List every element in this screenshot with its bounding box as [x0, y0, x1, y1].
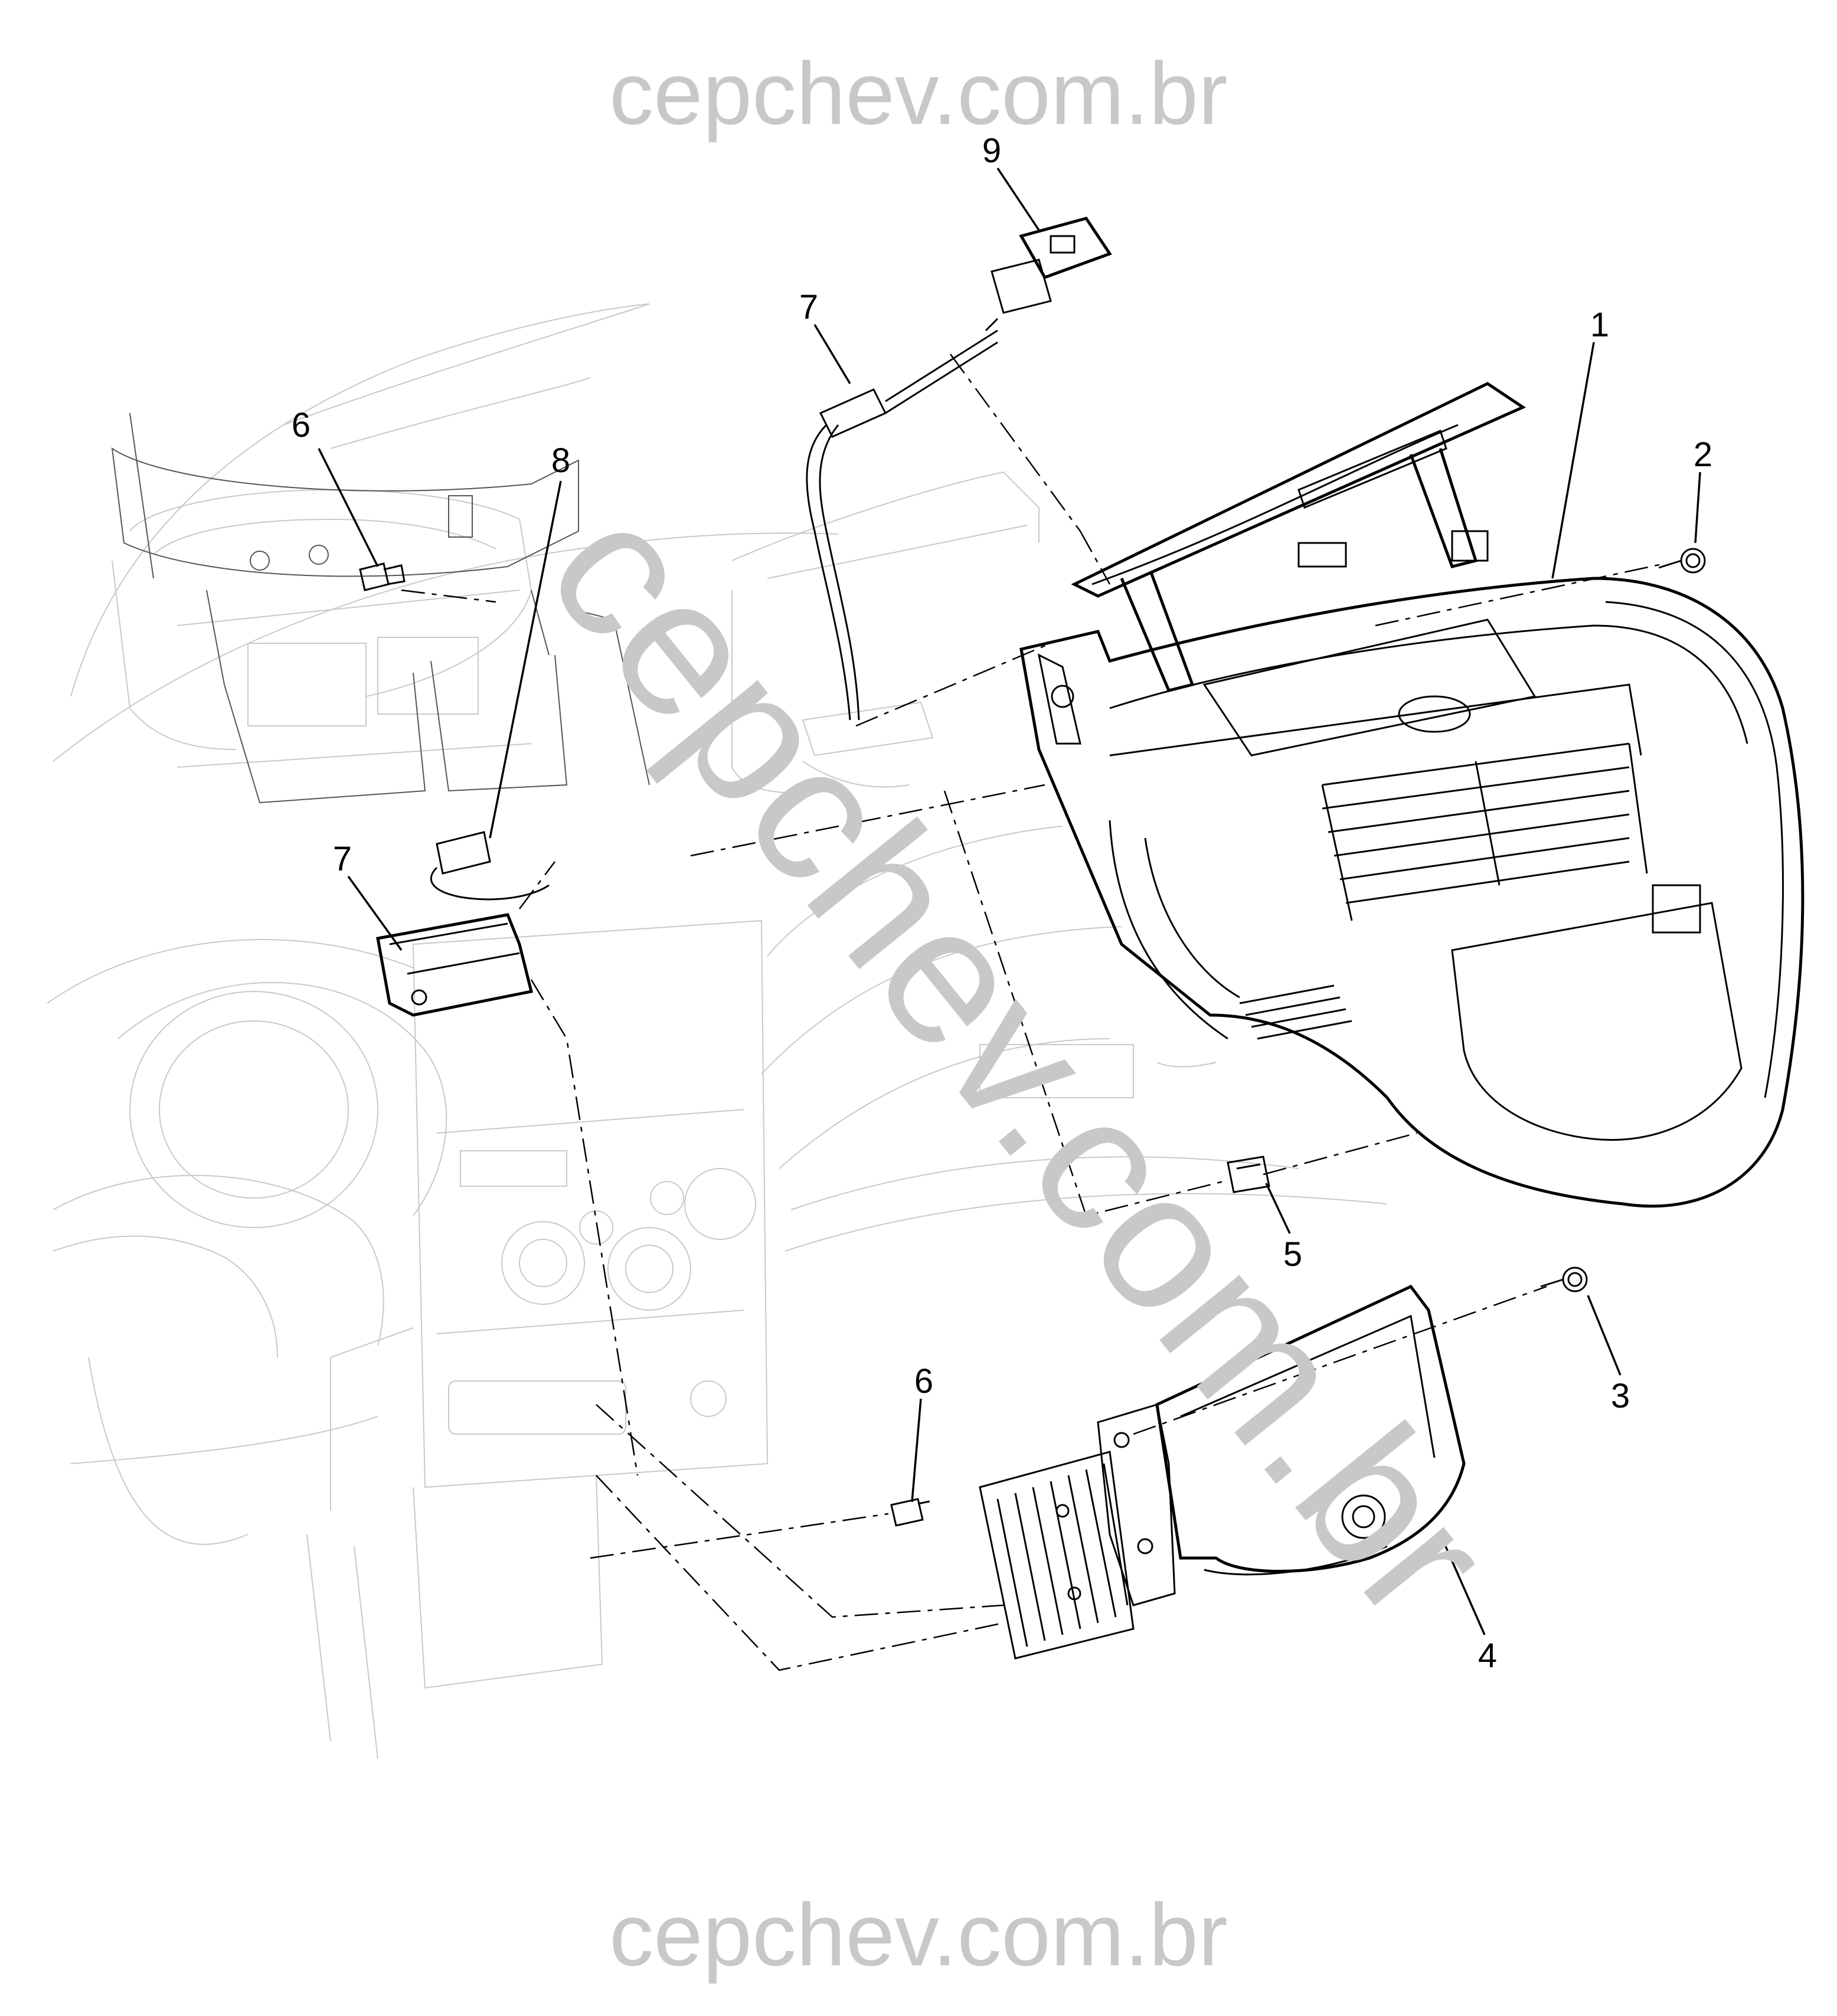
center-bezel-part-1	[1019, 382, 1805, 1208]
leader-lines	[318, 168, 1701, 1635]
instrument-panel-background	[47, 303, 1388, 1759]
callout-7-left: 7	[333, 840, 352, 878]
callout-6-lower: 6	[914, 1362, 933, 1400]
fastener-part-2	[1658, 548, 1706, 574]
watermark-top: cepchev.com.br	[609, 44, 1228, 143]
callout-4: 4	[1478, 1637, 1497, 1675]
callout-5: 5	[1283, 1235, 1302, 1274]
dash-bezel-opening	[111, 413, 650, 804]
callout-1: 1	[1590, 306, 1609, 344]
harness-part-8	[430, 831, 550, 901]
radio-module-part-4	[979, 1284, 1466, 1660]
callout-2: 2	[1694, 436, 1712, 474]
callout-7-upper: 7	[799, 288, 818, 326]
callout-3: 3	[1611, 1377, 1630, 1415]
connector-part-6-upper	[359, 562, 406, 591]
callout-8: 8	[551, 441, 570, 480]
callout-labels: 1 2 3 4 5 6 6 7 7 8 9	[292, 132, 1712, 1675]
connector-part-6-lower	[890, 1498, 930, 1527]
connector-part-5	[1227, 1156, 1270, 1193]
phantom-lines	[401, 354, 1665, 1671]
fastener-part-3	[1540, 1266, 1588, 1292]
connector-part-9	[985, 217, 1112, 332]
callout-9: 9	[982, 132, 1001, 170]
watermarks: cepchev.com.br cepchev.com.br cepchev.co…	[507, 44, 1534, 1984]
watermark-bottom: cepchev.com.br	[609, 1885, 1228, 1984]
harness-part-7-upper	[806, 329, 998, 721]
callout-6-upper: 6	[292, 406, 310, 444]
watermark-diagonal: cepchev.com.br	[507, 464, 1534, 1659]
module-part-7-left	[376, 913, 534, 1017]
